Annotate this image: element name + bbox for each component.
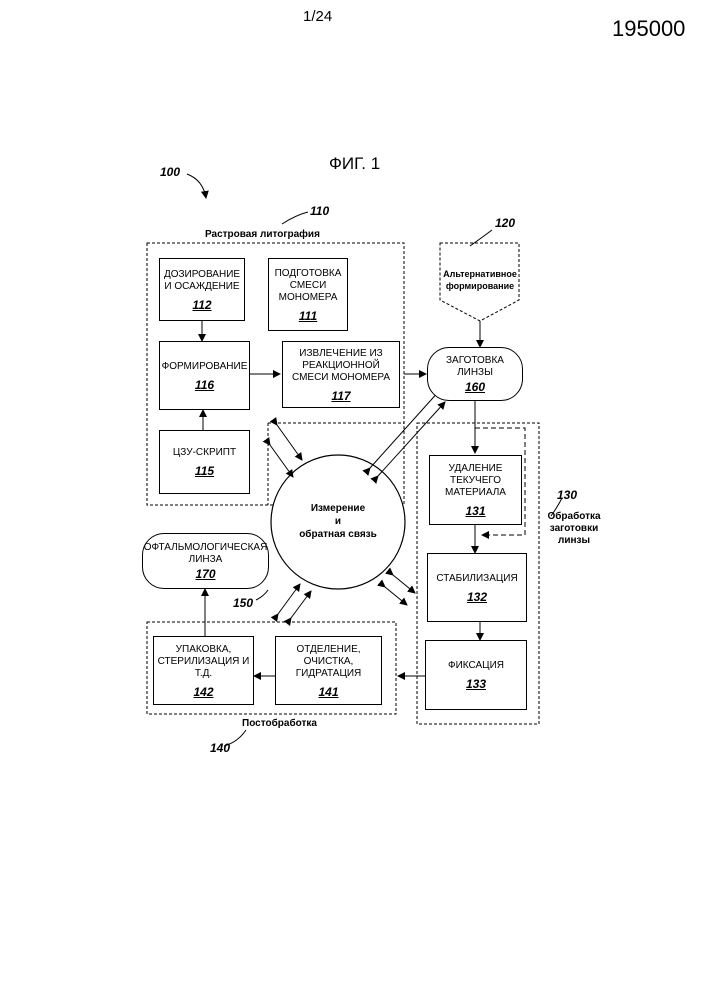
ref-120: 120	[495, 216, 515, 230]
box-extraction-label: ИЗВЛЕЧЕНИЕ ИЗ РЕАКЦИОННОЙ СМЕСИ МОНОМЕРА	[283, 348, 399, 384]
box-lens-blank: ЗАГОТОВКА ЛИНЗЫ 160	[427, 347, 523, 401]
box-lens-blank-label: ЗАГОТОВКА ЛИНЗЫ	[428, 355, 522, 379]
ref-110: 110	[310, 204, 329, 218]
box-monomer-prep: ПОДГОТОВКА СМЕСИ МОНОМЕРА 111	[268, 258, 348, 331]
box-forming-label: ФОРМИРОВАНИЕ	[162, 361, 248, 373]
measure-line-1: Измерение	[288, 502, 388, 515]
ref-130: 130	[557, 488, 577, 502]
box-forming: ФОРМИРОВАНИЕ 116	[159, 341, 250, 410]
ref-100: 100	[160, 165, 180, 179]
box-separation-number: 141	[318, 686, 338, 698]
box-extraction-number: 117	[331, 390, 350, 402]
box-packaging: УПАКОВКА, СТЕРИЛИЗАЦИЯ И Т.Д. 142	[153, 636, 254, 705]
box-stabilization-number: 132	[467, 591, 487, 603]
box-separation-label: ОТДЕЛЕНИЕ, ОЧИСТКА, ГИДРАТАЦИЯ	[276, 644, 381, 680]
measure-line-2: и	[288, 515, 388, 528]
measure-label: Измерение и обратная связь	[288, 502, 388, 541]
box-stabilization: СТАБИЛИЗАЦИЯ 132	[427, 553, 527, 622]
box-ophthalmic-lens: ОФТАЛЬМОЛОГИЧЕСКАЯ ЛИНЗА 170	[142, 533, 269, 589]
box-monomer-prep-label: ПОДГОТОВКА СМЕСИ МОНОМЕРА	[269, 268, 347, 304]
box-ophthalmic-lens-label: ОФТАЛЬМОЛОГИЧЕСКАЯ ЛИНЗА	[143, 542, 268, 566]
alternative-group-title: Альтернативное формирование	[440, 268, 520, 292]
box-fluid-removal-label: УДАЛЕНИЕ ТЕКУЧЕГО МАТЕРИАЛА	[430, 463, 521, 499]
box-dosing-number: 112	[192, 299, 211, 311]
ref-140: 140	[210, 741, 230, 755]
box-lens-blank-number: 160	[465, 381, 485, 393]
box-forming-number: 116	[195, 379, 214, 391]
ref-150: 150	[233, 596, 253, 610]
box-packaging-label: УПАКОВКА, СТЕРИЛИЗАЦИЯ И Т.Д.	[154, 644, 253, 680]
box-fluid-removal: УДАЛЕНИЕ ТЕКУЧЕГО МАТЕРИАЛА 131	[429, 455, 522, 525]
box-ophthalmic-lens-number: 170	[195, 568, 215, 580]
box-dosing: ДОЗИРОВАНИЕ И ОСАЖДЕНИЕ 112	[159, 258, 245, 321]
box-dmd-script-label: ЦЗУ-СКРИПТ	[173, 447, 236, 459]
box-dosing-label: ДОЗИРОВАНИЕ И ОСАЖДЕНИЕ	[160, 269, 244, 293]
box-fixation-number: 133	[466, 678, 486, 690]
box-stabilization-label: СТАБИЛИЗАЦИЯ	[436, 573, 517, 585]
measure-line-3: обратная связь	[288, 528, 388, 541]
box-fixation-label: ФИКСАЦИЯ	[448, 660, 504, 672]
blank-processing-group-title: Обработка заготовки линзы	[544, 511, 604, 547]
box-dmd-script: ЦЗУ-СКРИПТ 115	[159, 430, 250, 494]
box-monomer-prep-number: 111	[299, 310, 317, 322]
raster-group-title: Растровая литография	[205, 229, 320, 241]
box-separation: ОТДЕЛЕНИЕ, ОЧИСТКА, ГИДРАТАЦИЯ 141	[275, 636, 382, 705]
box-dmd-script-number: 115	[195, 465, 214, 477]
box-fixation: ФИКСАЦИЯ 133	[425, 640, 527, 710]
post-group-title: Постобработка	[242, 718, 317, 730]
box-extraction: ИЗВЛЕЧЕНИЕ ИЗ РЕАКЦИОННОЙ СМЕСИ МОНОМЕРА…	[282, 341, 400, 408]
box-fluid-removal-number: 131	[465, 505, 485, 517]
box-packaging-number: 142	[193, 686, 213, 698]
